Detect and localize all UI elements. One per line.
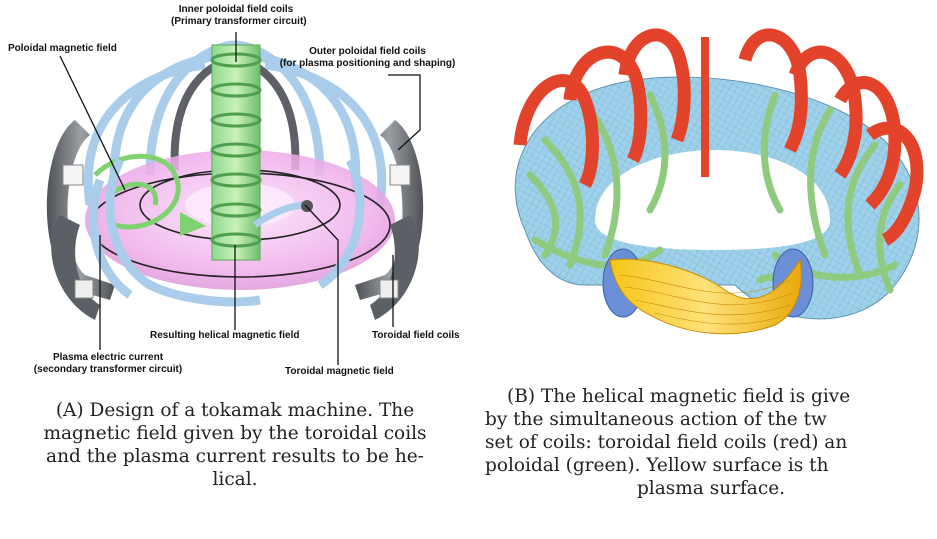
- label-toroidal-magnetic-field: Toroidal magnetic field: [285, 366, 394, 378]
- caption-a-line-3: and the plasma current results to be he-: [0, 445, 470, 468]
- label-poloidal-magnetic-field: Poloidal magnetic field: [8, 43, 117, 55]
- label-resulting-helical-field: Resulting helical magnetic field: [150, 330, 299, 342]
- caption-b-line-1: (B) The helical magnetic field is give: [485, 385, 937, 408]
- caption-b-line-5: plasma surface.: [485, 477, 937, 500]
- central-solenoid: [212, 45, 260, 260]
- toroidal-coil-edge-on: [701, 37, 709, 177]
- helical-coils-illustration: [475, 25, 937, 380]
- caption-b-line-1-text: The helical magnetic field is give: [541, 386, 850, 407]
- caption-a-line-2: magnetic field given by the toroidal coi…: [0, 422, 470, 445]
- caption-a-line-1-text: Design of a tokamak machine. The: [90, 400, 415, 421]
- figure-a-tokamak: Inner poloidal field coils (Primary tran…: [0, 0, 470, 395]
- label-toroidal-field-coils: Toroidal field coils: [372, 330, 460, 342]
- caption-figure-b: (B) The helical magnetic field is give b…: [485, 385, 937, 500]
- caption-a-tag: (A): [56, 400, 84, 421]
- label-plasma-electric-current: Plasma electric current (secondary trans…: [18, 352, 198, 376]
- caption-b-line-4: poloidal (green). Yellow surface is th: [485, 454, 937, 477]
- caption-b-tag: (B): [507, 386, 535, 407]
- caption-figure-a: (A) Design of a tokamak machine. The mag…: [0, 399, 470, 491]
- caption-b-line-3: set of coils: toroidal field coils (red)…: [485, 431, 937, 454]
- label-inner-poloidal-coils: Inner poloidal field coils (Primary tran…: [171, 4, 301, 28]
- caption-b-line-2: by the simultaneous action of the tw: [485, 408, 937, 431]
- caption-a-line-4: lical.: [0, 468, 470, 491]
- figure-b-helical-field: [475, 25, 937, 380]
- arrow-icon: [301, 200, 313, 212]
- caption-a-line-1: (A) Design of a tokamak machine. The: [0, 399, 470, 422]
- label-outer-poloidal-coils: Outer poloidal field coils (for plasma p…: [265, 46, 470, 70]
